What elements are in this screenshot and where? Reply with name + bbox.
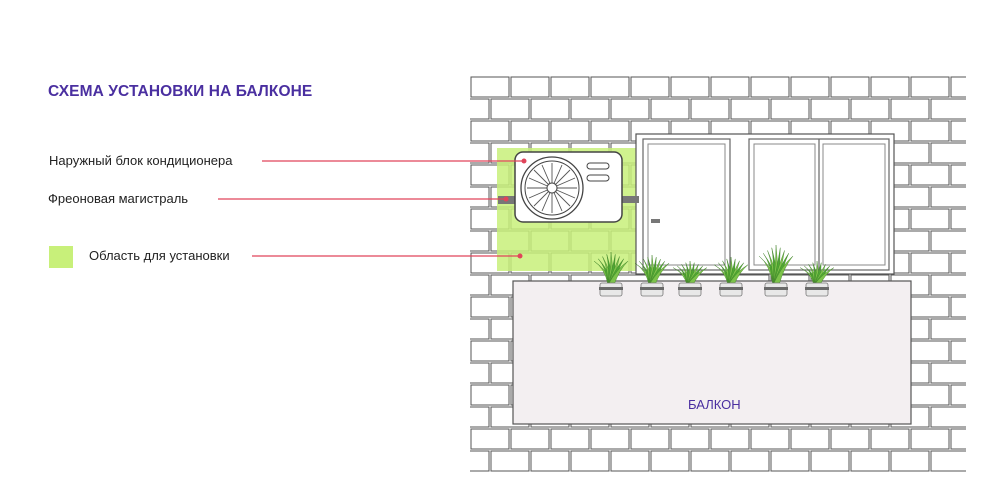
potted-plant-icon: [713, 256, 749, 297]
potted-plant-icon: [672, 260, 708, 297]
potted-plant-icon: [758, 244, 794, 297]
plants: [593, 244, 835, 297]
legend-label-outdoor-unit: Наружный блок кондиционера: [49, 153, 233, 168]
potted-plant-icon: [593, 251, 629, 297]
window: [635, 133, 895, 275]
window-handle: [651, 219, 660, 223]
legend-label-install-area: Область для установки: [89, 248, 230, 263]
balcony-parapet: [512, 280, 912, 425]
leader-dot-outdoor-unit: [521, 158, 527, 164]
potted-plant-icon: [799, 260, 835, 297]
leader-dot-freon: [503, 196, 509, 202]
leader-dot-install-area: [517, 253, 523, 259]
legend-swatch-install-area: [49, 246, 73, 268]
diagram-title: СХЕМА УСТАНОВКИ НА БАЛКОНЕ: [48, 83, 313, 100]
leader-lines: [218, 160, 524, 257]
balcony-label: БАЛКОН: [688, 397, 741, 412]
potted-plant-icon: [634, 254, 670, 297]
ac-outdoor-unit-icon: [514, 151, 623, 223]
legend-label-freon-line: Фреоновая магистраль: [48, 191, 189, 206]
